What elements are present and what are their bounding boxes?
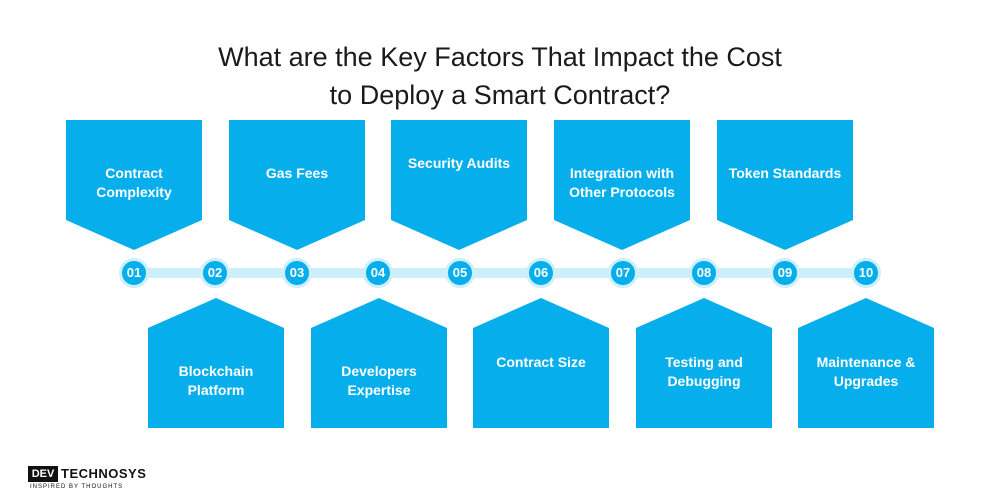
factor-box-09: Token Standards	[717, 120, 853, 250]
factor-label: Contract Complexity	[72, 164, 196, 202]
factor-label-line: Security Audits	[407, 155, 511, 171]
factor-box-05: Security Audits	[391, 120, 527, 250]
factor-shape	[717, 120, 853, 250]
factor-label: Gas Fees	[235, 164, 359, 183]
factor-label: Maintenance & Upgrades	[804, 353, 928, 391]
factor-label-line: Integration with	[569, 165, 675, 181]
factor-label-line: Token Standards	[728, 165, 842, 181]
factor-box-08: Testing and Debugging	[636, 298, 772, 428]
factor-label: Integration with Other Protocols	[560, 164, 684, 202]
step-number-07: 07	[608, 258, 638, 288]
timeline-track	[134, 268, 866, 278]
factor-box-01: Contract Complexity	[66, 120, 202, 250]
factor-label: Contract Size	[479, 353, 603, 372]
factor-shape	[311, 298, 447, 428]
factor-label: Developers Expertise	[317, 362, 441, 400]
factor-box-10: Maintenance & Upgrades	[798, 298, 934, 428]
logo-mark: DEV	[28, 466, 58, 482]
logo-tagline: INSPIRED BY THOUGHTS	[30, 484, 124, 490]
logo-name: TECHNOSYS	[61, 466, 147, 481]
factor-shape	[798, 298, 934, 428]
factor-box-07: Integration with Other Protocols	[554, 120, 690, 250]
factor-shape	[636, 298, 772, 428]
factor-label: Security Audits	[397, 154, 521, 173]
factor-label: Testing and Debugging	[642, 353, 766, 391]
factor-label-line: Other Protocols	[569, 184, 675, 200]
factor-label-line: Blockchain	[178, 363, 254, 379]
factor-label-line: Testing and	[665, 354, 743, 370]
factor-label-line: Developers	[341, 363, 417, 379]
factor-shape	[66, 120, 202, 250]
factor-box-03: Gas Fees	[229, 120, 365, 250]
factor-shape	[473, 298, 609, 428]
step-number-05: 05	[445, 258, 475, 288]
factor-shape	[391, 120, 527, 250]
factor-shape	[554, 120, 690, 250]
step-number-03: 03	[282, 258, 312, 288]
factor-shape	[229, 120, 365, 250]
factor-label-line: Upgrades	[833, 373, 899, 389]
factor-label-line: Contract	[105, 165, 163, 181]
factor-label-line: Gas Fees	[265, 165, 329, 181]
page-title: What are the Key Factors That Impact the…	[0, 38, 1000, 114]
factor-box-02: Blockchain Platform	[148, 298, 284, 428]
step-number-02: 02	[200, 258, 230, 288]
factor-box-06: Contract Size	[473, 298, 609, 428]
factor-label-line: Expertise	[347, 382, 411, 398]
factor-label-line: Platform	[187, 382, 245, 398]
factor-box-04: Developers Expertise	[311, 298, 447, 428]
step-number-09: 09	[770, 258, 800, 288]
title-line-2: to Deploy a Smart Contract?	[329, 80, 671, 111]
factor-label: Token Standards	[723, 164, 847, 183]
factor-shape	[148, 298, 284, 428]
factor-label-line: Maintenance &	[816, 354, 916, 370]
step-number-10: 10	[851, 258, 881, 288]
step-number-08: 08	[689, 258, 719, 288]
factor-label-line: Contract Size	[496, 354, 586, 370]
factor-label: Blockchain Platform	[154, 362, 278, 400]
title-line-1: What are the Key Factors That Impact the…	[218, 42, 782, 73]
step-number-04: 04	[363, 258, 393, 288]
step-number-06: 06	[526, 258, 556, 288]
factor-label-line: Complexity	[96, 184, 172, 200]
factor-label-line: Debugging	[667, 373, 741, 389]
step-number-01: 01	[119, 258, 149, 288]
